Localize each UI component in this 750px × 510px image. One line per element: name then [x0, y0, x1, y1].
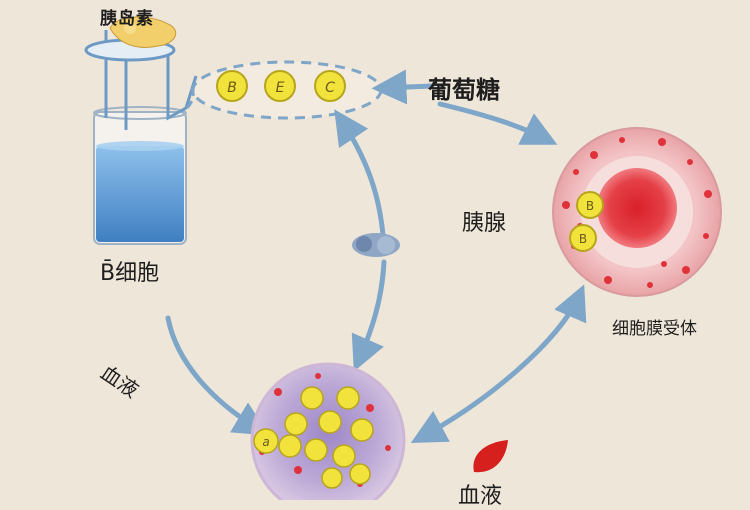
arrow-center-to-oval	[334, 109, 387, 253]
insulin-crystal	[109, 16, 177, 48]
arrow-glucose-to-oval	[371, 69, 435, 105]
pancreas-label: 胰腺	[462, 211, 507, 236]
chain-marker-2: E	[276, 80, 285, 96]
receptor-granule-2: B	[569, 224, 597, 252]
chain-marker-3: C	[325, 80, 335, 96]
insulin-label: 胰岛素	[100, 9, 154, 29]
beaker	[93, 106, 187, 245]
center-molecule	[352, 233, 400, 257]
arrow-glucose-to-pancreas	[437, 101, 558, 145]
chain-granule-1: B	[216, 70, 248, 102]
chain-granule-2: E	[264, 70, 296, 102]
glucose-label: 葡萄糖	[428, 76, 500, 104]
receptor-marker-2: B	[579, 232, 587, 246]
arrow-cell-to-pancreas	[410, 284, 587, 444]
red-leaf-icon	[473, 440, 508, 473]
chain-marker-1: B	[227, 80, 237, 96]
receptor-label: 细胞膜受体	[612, 319, 697, 339]
arrow-beaker-to-cell	[165, 315, 270, 436]
blood-cell-marker-granule: a	[253, 428, 279, 454]
pancreas-cell	[552, 127, 722, 297]
beaker-liquid	[96, 146, 184, 242]
bottom-partial-label: 血液	[458, 484, 503, 509]
arrow-center-to-cell	[351, 259, 387, 372]
receptor-marker-1: B	[586, 199, 594, 213]
blood-cell	[250, 362, 406, 500]
chain-granule-3: C	[314, 70, 346, 102]
receptor-granule-1: B	[576, 191, 604, 219]
b-cell-label: B̄细胞	[100, 261, 160, 286]
bottom-marker: a	[262, 435, 269, 449]
